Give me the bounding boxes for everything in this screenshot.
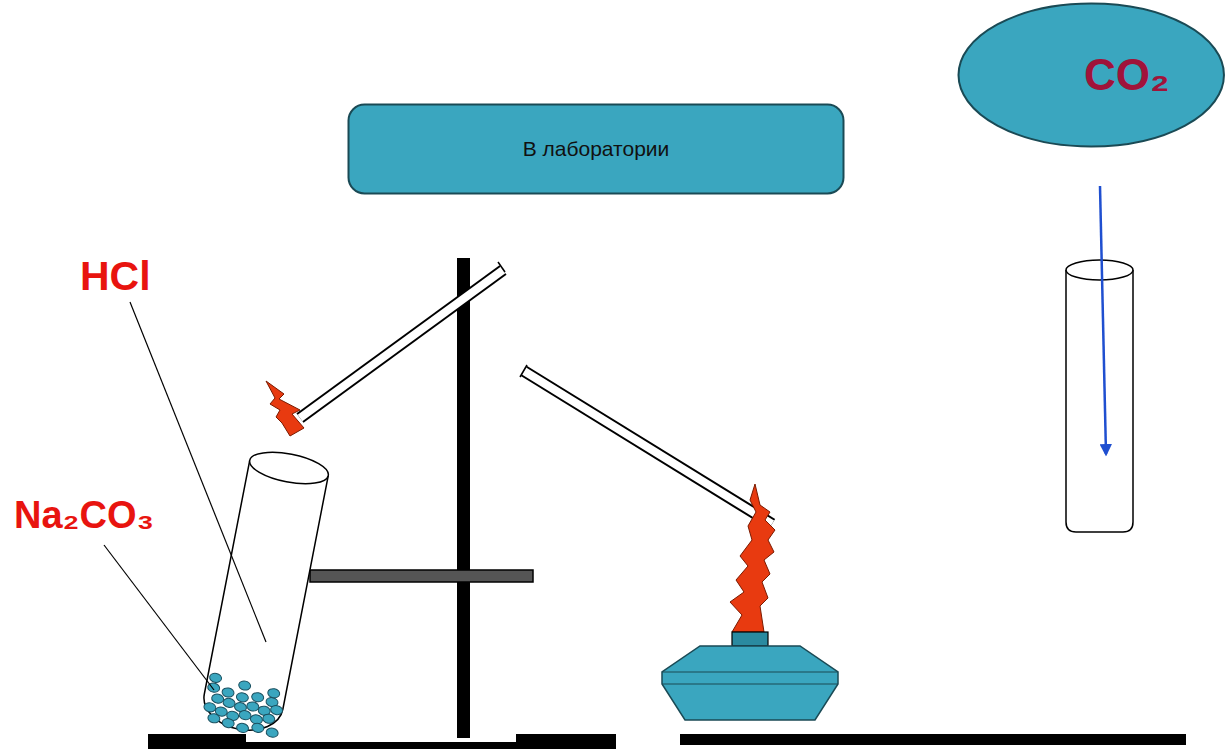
granule [238,710,251,721]
delivery-tube [300,262,505,418]
delivery-tube [520,365,772,524]
granule [236,692,249,703]
granule [209,672,222,683]
leader-line [130,302,266,642]
reagent-label: HCl [80,253,151,300]
box-shape [349,105,844,194]
granule [270,705,283,716]
title-box: В лаборатории [347,103,845,195]
test-tube [199,447,331,740]
granule [251,692,264,703]
granule [238,680,251,691]
flame [266,381,304,436]
gas-flow-arrow [1100,186,1106,454]
sodium-carbonate-granules [200,672,287,739]
ellipse-shape [958,4,1223,147]
stand-pole [457,258,470,738]
granule [265,727,278,738]
table-line [680,734,1186,745]
spirit-lamp [662,632,838,720]
burner-flame [730,484,775,632]
granule [203,702,216,713]
title-text: В лаборатории [523,137,670,161]
granule [251,722,264,733]
gas-formula: CO₂ [1084,50,1170,100]
granule [246,701,259,712]
granule [211,693,224,704]
stand-base [148,734,246,749]
collecting-tube [1066,260,1133,532]
granule [236,722,249,733]
leader-line [104,545,214,690]
clamp-bar [310,570,533,582]
reagent-label: Na₂CO₃ [14,494,154,537]
granule [221,687,234,698]
granule [262,713,275,724]
granule [222,697,235,708]
granule [221,718,234,729]
stand-base [246,742,516,749]
stand-base [516,734,616,749]
granule [207,713,220,724]
granule [267,688,280,699]
gas-ellipse: CO₂ [957,2,1225,148]
